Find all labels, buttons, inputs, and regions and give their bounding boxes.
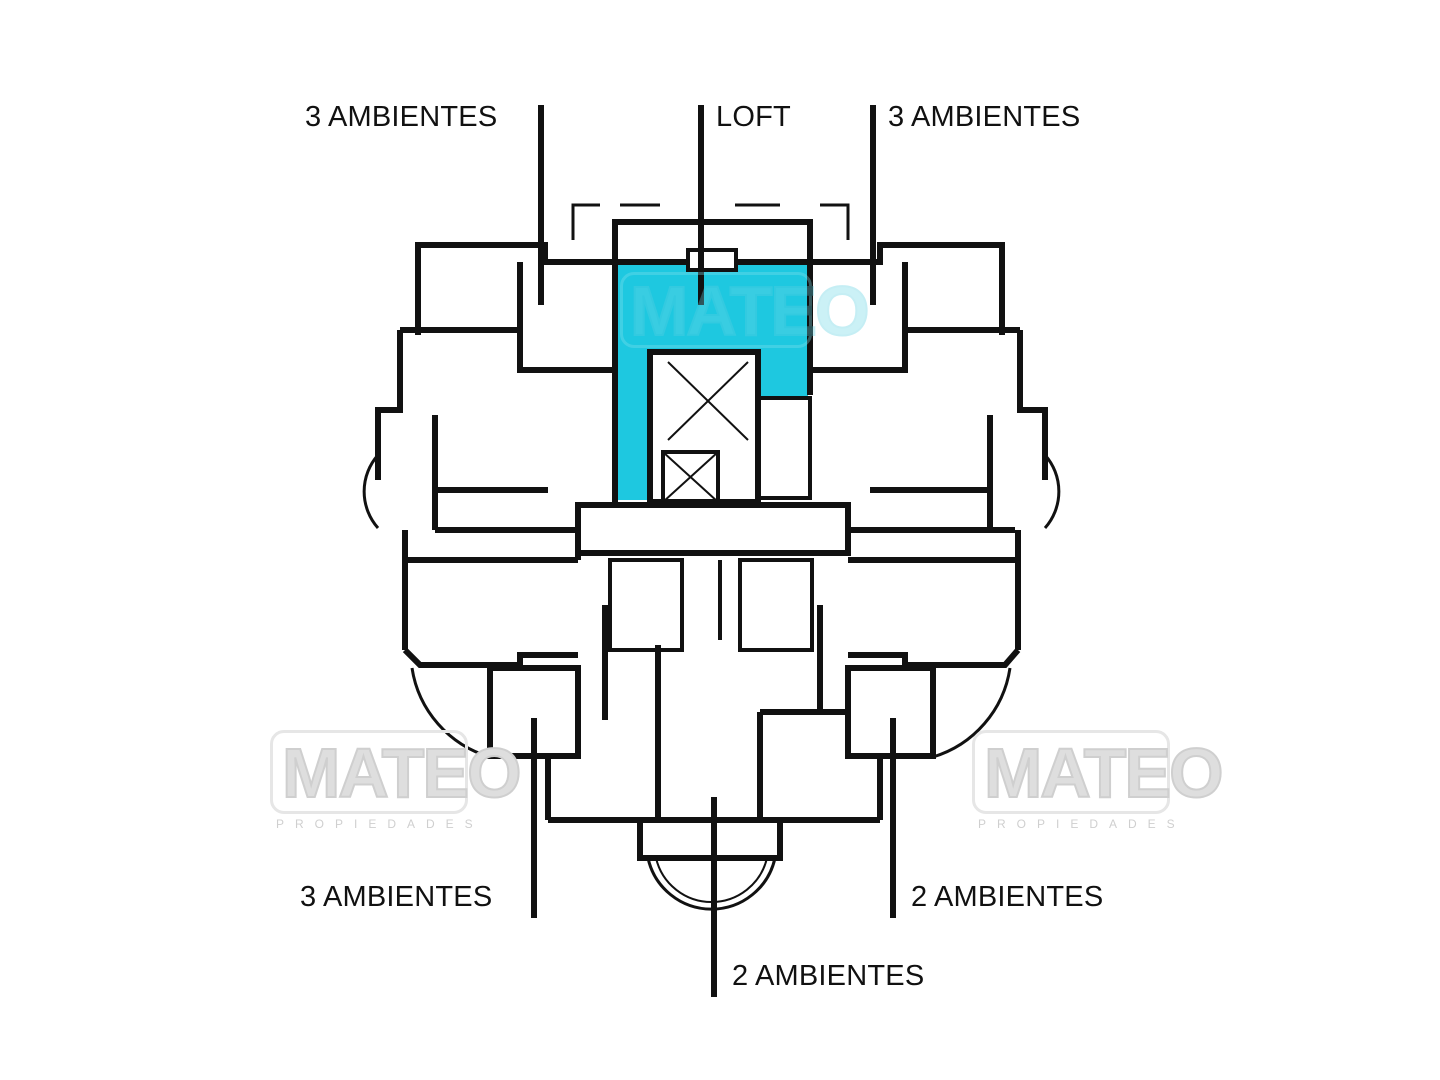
label-bottom-center-2-ambientes: 2 AMBIENTES (732, 960, 925, 992)
label-bottom-right-2-ambientes: 2 AMBIENTES (911, 881, 1104, 913)
label-top-left-3-ambientes: 3 AMBIENTES (305, 101, 498, 133)
watermark-brand: MATEO (629, 272, 871, 350)
label-bottom-left-3-ambientes: 3 AMBIENTES (300, 881, 493, 913)
label-top-right-3-ambientes: 3 AMBIENTES (888, 101, 1081, 133)
label-loft: LOFT (716, 101, 791, 133)
watermark-subtitle: PROPIEDADES (978, 817, 1186, 831)
watermark-right: MATEO PROPIEDADES (972, 730, 1225, 835)
watermark-brand: MATEO (983, 734, 1225, 812)
loft-highlight[interactable] (617, 262, 808, 500)
watermark-center: MATEO (620, 272, 871, 372)
watermark-brand: MATEO (281, 734, 523, 812)
watermark-left: MATEO PROPIEDADES (270, 730, 523, 835)
watermark-subtitle: PROPIEDADES (276, 817, 484, 831)
